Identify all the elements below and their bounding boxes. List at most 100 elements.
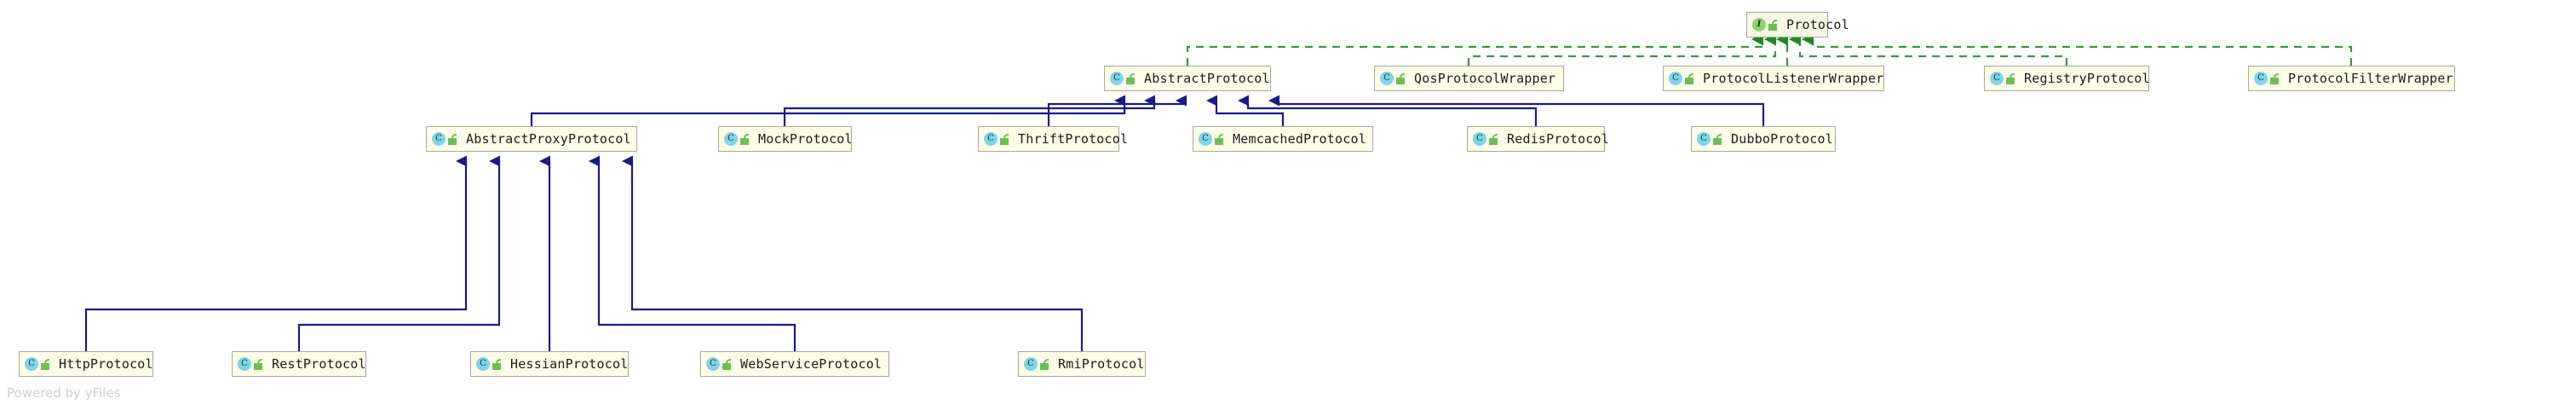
uml-node-label: RedisProtocol [1507, 131, 1609, 147]
interface-badge-icon: I [1752, 18, 1766, 32]
lock-shackle [744, 133, 749, 139]
uml-node-label: ThriftProtocol [1018, 131, 1129, 147]
uml-node-label: ProtocolListenerWrapper [1703, 71, 1884, 86]
unlocked-public-icon [1713, 133, 1722, 145]
class-badge-icon: C [238, 357, 251, 371]
lock-shackle [1772, 19, 1777, 25]
uml-node-thriftProtocol[interactable]: C ThriftProtocol [978, 126, 1128, 152]
lock-body [41, 362, 49, 370]
realization-edges [1186, 32, 2353, 66]
class-badge-icon: C [724, 132, 738, 146]
class-badge-icon: C [1380, 72, 1394, 85]
uml-node-hessianProtocol[interactable]: C HessianProtocol [470, 351, 629, 377]
lock-body [1713, 137, 1722, 145]
unlocked-public-icon [1000, 133, 1009, 145]
unlocked-public-icon [1768, 19, 1778, 31]
edge-redisProtocol-to-abstractProtocol [1238, 95, 1538, 126]
uml-node-rmiProtocol[interactable]: C RmiProtocol [1018, 351, 1146, 377]
class-badge-icon: C [1110, 72, 1124, 85]
uml-node-registryProtocol[interactable]: C RegistryProtocol [1984, 66, 2150, 91]
lock-shackle [44, 358, 49, 364]
edge-webServiceProtocol-to-abstractProxyProtocol [589, 155, 796, 351]
class-badge-icon: C [1199, 132, 1212, 146]
lock-body [1215, 137, 1223, 145]
class-badge-icon: C [706, 357, 720, 371]
uml-node-label: DubboProtocol [1731, 131, 1833, 147]
lock-body [1126, 77, 1135, 84]
lock-body [492, 362, 501, 370]
lock-body [1685, 77, 1693, 84]
lock-body [2270, 77, 2279, 84]
lock-shackle [1400, 72, 1405, 78]
unlocked-public-icon [41, 358, 50, 370]
class-badge-icon: C [432, 132, 446, 146]
lock-body [2006, 77, 2015, 84]
unlocked-public-icon [448, 133, 457, 145]
uml-node-label: WebServiceProtocol [740, 356, 883, 372]
uml-node-abstractProxyProtocol[interactable]: C AbstractProxyProtocol [426, 126, 637, 152]
lock-shackle [1716, 133, 1722, 139]
lock-body [1000, 137, 1009, 145]
uml-node-label: AbstractProxyProtocol [466, 131, 631, 147]
uml-node-label: RegistryProtocol [2024, 71, 2150, 86]
unlocked-public-icon [2006, 72, 2015, 84]
lock-body [722, 362, 731, 370]
lock-body [254, 362, 262, 370]
unlocked-public-icon [2270, 72, 2280, 84]
lock-body [448, 137, 457, 145]
unlocked-public-icon [1215, 133, 1224, 145]
lock-shackle [2274, 72, 2279, 78]
inheritance-edges-abstractprotocol [530, 95, 1765, 126]
unlocked-public-icon [492, 358, 502, 370]
class-badge-icon: C [1990, 72, 2004, 85]
edge-httpProtocol-to-abstractProxyProtocol [84, 155, 468, 351]
unlocked-public-icon [1040, 358, 1049, 370]
uml-node-label: MockProtocol [758, 131, 853, 147]
class-badge-icon: C [25, 357, 38, 371]
uml-node-dubboProtocol[interactable]: C DubboProtocol [1691, 126, 1836, 152]
unlocked-public-icon [1396, 72, 1406, 84]
uml-node-webServiceProtocol[interactable]: C WebServiceProtocol [700, 351, 889, 377]
class-badge-icon: C [1669, 72, 1682, 85]
lock-shackle [1688, 72, 1693, 78]
edge-protocolFilterWrapper-to-protocol [1802, 32, 2353, 66]
class-badge-icon: C [476, 357, 490, 371]
lock-shackle [1218, 133, 1223, 139]
class-badge-icon: C [1024, 357, 1038, 371]
uml-node-protocolListenerWrapper[interactable]: C ProtocolListenerWrapper [1663, 66, 1884, 91]
unlocked-public-icon [254, 358, 263, 370]
lock-body [1396, 77, 1405, 84]
lock-shackle [1130, 72, 1135, 78]
class-badge-icon: C [1473, 132, 1486, 146]
class-badge-icon: C [984, 132, 998, 146]
uml-node-label: HessianProtocol [510, 356, 629, 372]
uml-node-label: RmiProtocol [1058, 356, 1145, 372]
edge-abstractProtocol-to-protocol [1186, 32, 1764, 66]
class-badge-icon: C [1697, 132, 1711, 146]
unlocked-public-icon [1489, 133, 1498, 145]
lock-body [1489, 137, 1498, 145]
lock-body [1768, 23, 1777, 31]
lock-body [1040, 362, 1049, 370]
uml-node-mockProtocol[interactable]: C MockProtocol [718, 126, 853, 152]
lock-body [740, 137, 749, 145]
edge-abstractProxyProtocol-to-abstractProtocol [530, 95, 1126, 126]
edge-memcachedProtocol-to-abstractProtocol [1206, 95, 1285, 126]
lock-shackle [257, 358, 262, 364]
inheritance-edges-abstractproxyprotocol [84, 155, 1084, 351]
unlocked-public-icon [1126, 72, 1136, 84]
uml-node-redisProtocol[interactable]: C RedisProtocol [1467, 126, 1609, 152]
lock-shackle [1044, 358, 1049, 364]
edge-restProtocol-to-abstractProxyProtocol [297, 155, 501, 351]
class-badge-icon: C [2254, 72, 2268, 85]
edge-mockProtocol-to-abstractProtocol [783, 95, 1156, 126]
